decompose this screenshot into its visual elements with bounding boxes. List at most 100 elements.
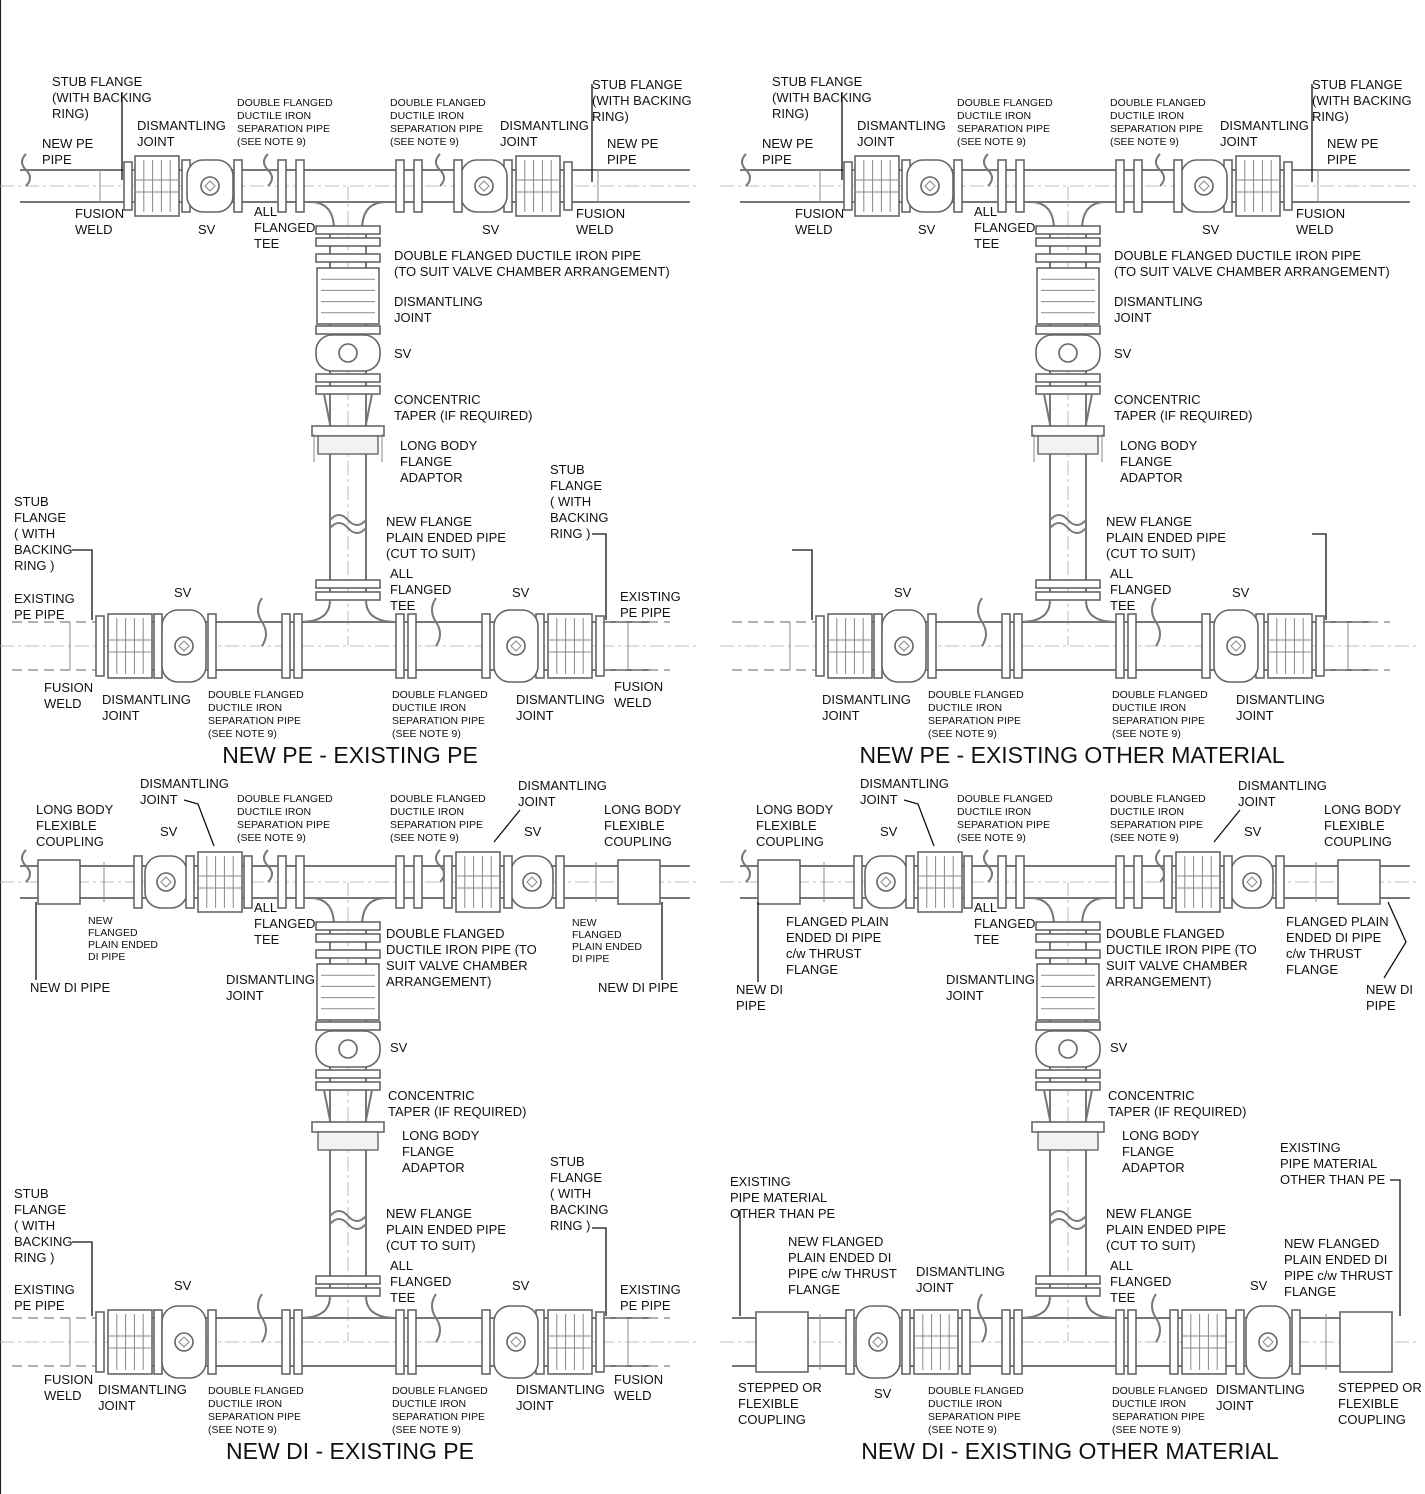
valve-spindle <box>174 1332 194 1352</box>
flange <box>233 159 243 213</box>
pe-pipe-label-line: NEW PE <box>42 136 94 151</box>
valve-nut <box>880 876 892 888</box>
coupling-label-line: STEPPED OR <box>1338 1380 1422 1395</box>
sv-label: SV <box>1244 824 1262 839</box>
separation-pipe-label-line: (SEE NOTE 9) <box>1112 728 1181 740</box>
separation-pipe-label-line: DOUBLE FLANGED <box>390 793 486 805</box>
existing-pipe-label-line: EXISTING <box>14 1282 75 1297</box>
flange <box>1035 1287 1101 1297</box>
leader-line <box>592 1227 607 1316</box>
dismantling-joint <box>197 851 243 913</box>
dismantling-label-line: JOINT <box>140 792 178 807</box>
flange <box>595 1311 605 1373</box>
leader-line <box>592 533 607 620</box>
separation-pipe-label-line: DOUBLE FLANGED <box>1110 793 1206 805</box>
concentric-taper <box>323 1089 373 1121</box>
adaptor-label-line: LONG BODY <box>402 1128 480 1143</box>
dismantling-label-line: DISMANTLING <box>516 692 605 707</box>
adaptor-label-line: FLANGE <box>1122 1144 1174 1159</box>
panel-title: NEW PE - EXISTING PE <box>222 742 478 768</box>
dismantling-joint <box>1181 1309 1227 1375</box>
dismantling-label-line: JOINT <box>1220 134 1258 149</box>
valve-spindle <box>174 636 194 656</box>
separation-pipe-label-line: SEPARATION PIPE <box>957 123 1050 135</box>
dismantling-joint <box>913 1309 959 1375</box>
flange <box>873 613 883 679</box>
separation-pipe-label-line: DUCTILE IRON <box>392 702 466 714</box>
fusion-weld-label-line: FUSION <box>576 206 625 221</box>
adaptor-label-line: LONG BODY <box>1122 1128 1200 1143</box>
stub-flange-label-line: BACKING <box>14 542 73 557</box>
existing-pipe-label-line: EXISTING <box>620 589 681 604</box>
existing-pipe-label-line: EXISTING <box>14 591 75 606</box>
new-flanged-label-line: NEW FLANGED <box>1284 1236 1379 1251</box>
flange <box>1013 613 1023 679</box>
adaptor-label-line: ADAPTOR <box>400 470 463 485</box>
stub-flange-label-line: BACKING <box>550 1202 609 1217</box>
flange <box>481 613 491 679</box>
dismantling-joint <box>1036 267 1100 325</box>
valve-nut <box>872 1336 884 1348</box>
leader-line <box>903 799 935 847</box>
branch-pipe-label-line: DOUBLE FLANGED <box>386 926 504 941</box>
stub-flange-label-line: RING) <box>1312 109 1349 124</box>
fusion-weld-label-line: FUSION <box>1296 206 1345 221</box>
coupling-label-line: COUPLING <box>36 834 104 849</box>
valve-nut <box>178 640 190 652</box>
valve-spindle <box>156 872 176 892</box>
flange <box>315 1069 381 1079</box>
sv-label: SV <box>1232 585 1250 600</box>
new-di-label-line: NEW DI <box>736 982 783 997</box>
branch-pipe-label: DOUBLE FLANGED DUCTILE IRON PIPE(TO SUIT… <box>394 248 670 279</box>
flange <box>1235 1309 1245 1375</box>
flange <box>293 613 303 679</box>
flange <box>1035 933 1101 943</box>
pipe-break <box>263 849 273 883</box>
new-flange-label-line: NEW FLANGE <box>1106 514 1192 529</box>
stub-flange-label-line: BACKING <box>14 1234 73 1249</box>
separation-pipe-label-line: (SEE NOTE 9) <box>957 832 1026 844</box>
adaptor-label-line: ADAPTOR <box>1122 1160 1185 1175</box>
tee-label-line: FLANGED <box>1110 582 1171 597</box>
existing-pipe-label-line: PE PIPE <box>14 607 65 622</box>
flange <box>1115 855 1125 909</box>
flange <box>395 855 405 909</box>
flange <box>997 159 1007 213</box>
flange <box>1115 613 1125 679</box>
separation-pipe-label-line: (SEE NOTE 9) <box>237 832 306 844</box>
dismantling-label-line: JOINT <box>226 988 264 1003</box>
valve-spindle <box>506 636 526 656</box>
separation-pipe-label-line: SEPARATION PIPE <box>928 715 1021 727</box>
flange <box>315 237 381 247</box>
new-flange-label-line: PLAIN ENDED PIPE <box>1106 530 1226 545</box>
pipe-break <box>977 1293 987 1343</box>
valve-spindle <box>868 1332 888 1352</box>
dismantling-joint <box>827 613 873 679</box>
separation-pipe-label-line: SEPARATION PIPE <box>928 1411 1021 1423</box>
dismantling-label-line: DISMANTLING <box>102 692 191 707</box>
flange <box>407 613 417 679</box>
separation-pipe-label-line: DUCTILE IRON <box>208 1398 282 1410</box>
stub-flange-label-line: STUB <box>14 494 49 509</box>
flange <box>315 921 381 931</box>
sv-label: SV <box>160 824 178 839</box>
pipe-break <box>263 153 273 187</box>
dismantling-label-line: JOINT <box>946 988 984 1003</box>
sv-label: SV <box>1250 1278 1268 1293</box>
